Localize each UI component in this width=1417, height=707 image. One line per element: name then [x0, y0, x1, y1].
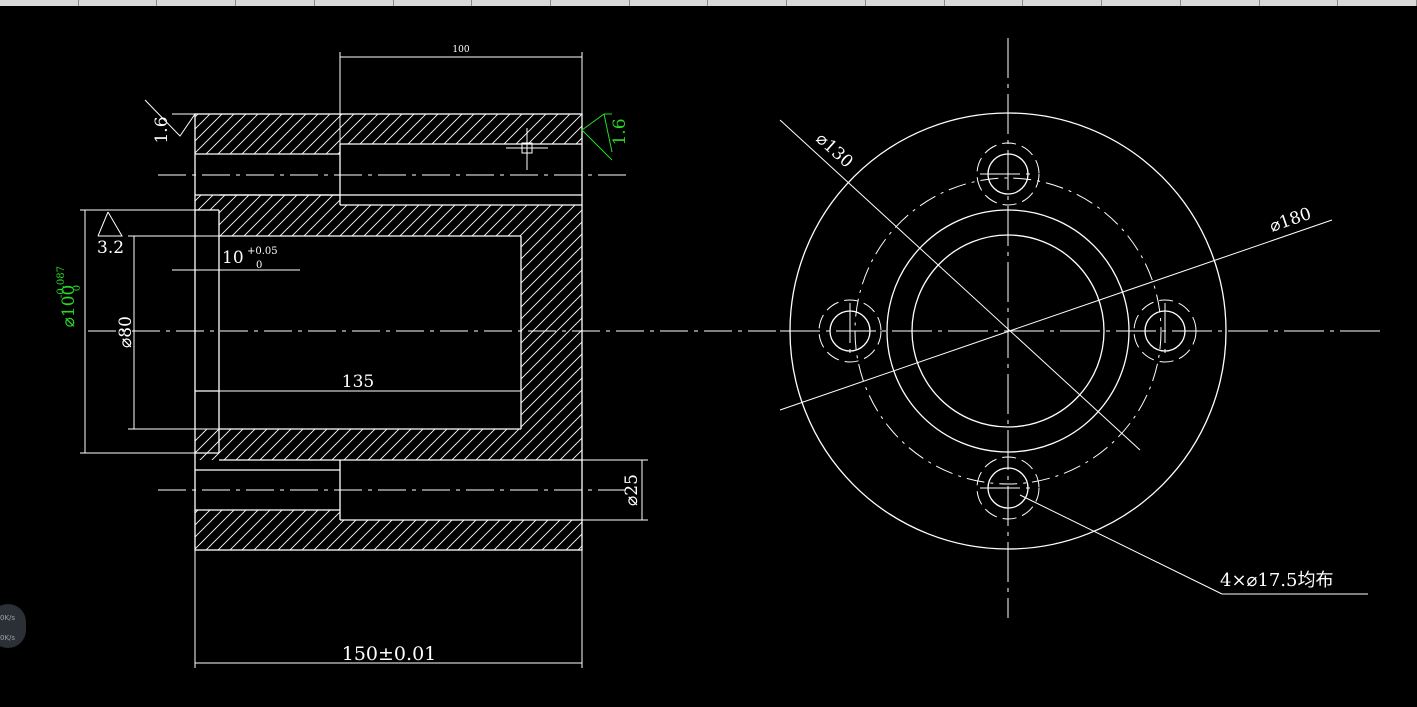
- drawing-tab[interactable]: [315, 0, 394, 6]
- side-view: [779, 38, 1385, 618]
- dim-outer-dia-lower: 0: [72, 285, 83, 291]
- drawing-tab[interactable]: [79, 0, 158, 6]
- drawing-tab[interactable]: [708, 0, 788, 6]
- dim-hole-dia: ⌀25: [622, 474, 642, 506]
- drawing-tab[interactable]: [1023, 0, 1103, 6]
- drawing-tab[interactable]: [472, 0, 552, 6]
- tabs-bar: [0, 0, 1417, 6]
- drawing-tab[interactable]: [1181, 0, 1260, 6]
- front-dimensions: [80, 52, 648, 668]
- network-speed-widget: 0K/s 0K/s: [0, 604, 26, 648]
- roughness-left-label: 1.6: [152, 116, 172, 143]
- dim-bore-dia: ⌀80: [116, 316, 136, 348]
- roughness-right: [581, 113, 613, 161]
- roughness-right-label: 1.6: [610, 118, 630, 145]
- section-outline: [194, 113, 583, 551]
- drawing-tab[interactable]: [787, 0, 866, 6]
- drawing-tab[interactable]: [866, 0, 945, 6]
- drawing-tab[interactable]: [1102, 0, 1181, 6]
- dim-overall-length: 150±0.01: [342, 643, 437, 665]
- dim-holes: 4×⌀17.5均布: [1220, 570, 1333, 591]
- dim-depth-lower: 0: [256, 260, 262, 271]
- drawing-tab[interactable]: [394, 0, 473, 6]
- upload-speed: 0K/s: [0, 614, 16, 622]
- drawing-tab[interactable]: [551, 0, 630, 6]
- drawing-tab[interactable]: [1260, 0, 1339, 6]
- dim-depth: 10: [222, 248, 244, 268]
- drawing-tab[interactable]: [945, 0, 1024, 6]
- drawing-tab[interactable]: [1338, 0, 1417, 6]
- dim-outer-dia-upper: -0.087: [56, 266, 67, 298]
- dim-depth-upper: +0.05: [247, 246, 278, 257]
- drawing-tab[interactable]: [157, 0, 237, 6]
- drawing-tab[interactable]: [0, 0, 79, 6]
- drawing-tab[interactable]: [630, 0, 709, 6]
- drawing-tab[interactable]: [236, 0, 315, 6]
- dim-bore-length: 135: [342, 372, 374, 392]
- dim-pcd: ⌀130: [812, 129, 857, 172]
- dim-width-top: 100: [452, 45, 469, 55]
- section-view: [88, 113, 780, 551]
- dim-outer: ⌀180: [1267, 204, 1314, 237]
- dim-outer-dia: ⌀100: [59, 285, 79, 328]
- crosshair-cursor: [506, 128, 548, 170]
- roughness-inner-label: 3.2: [97, 238, 124, 258]
- download-speed: 0K/s: [0, 634, 16, 642]
